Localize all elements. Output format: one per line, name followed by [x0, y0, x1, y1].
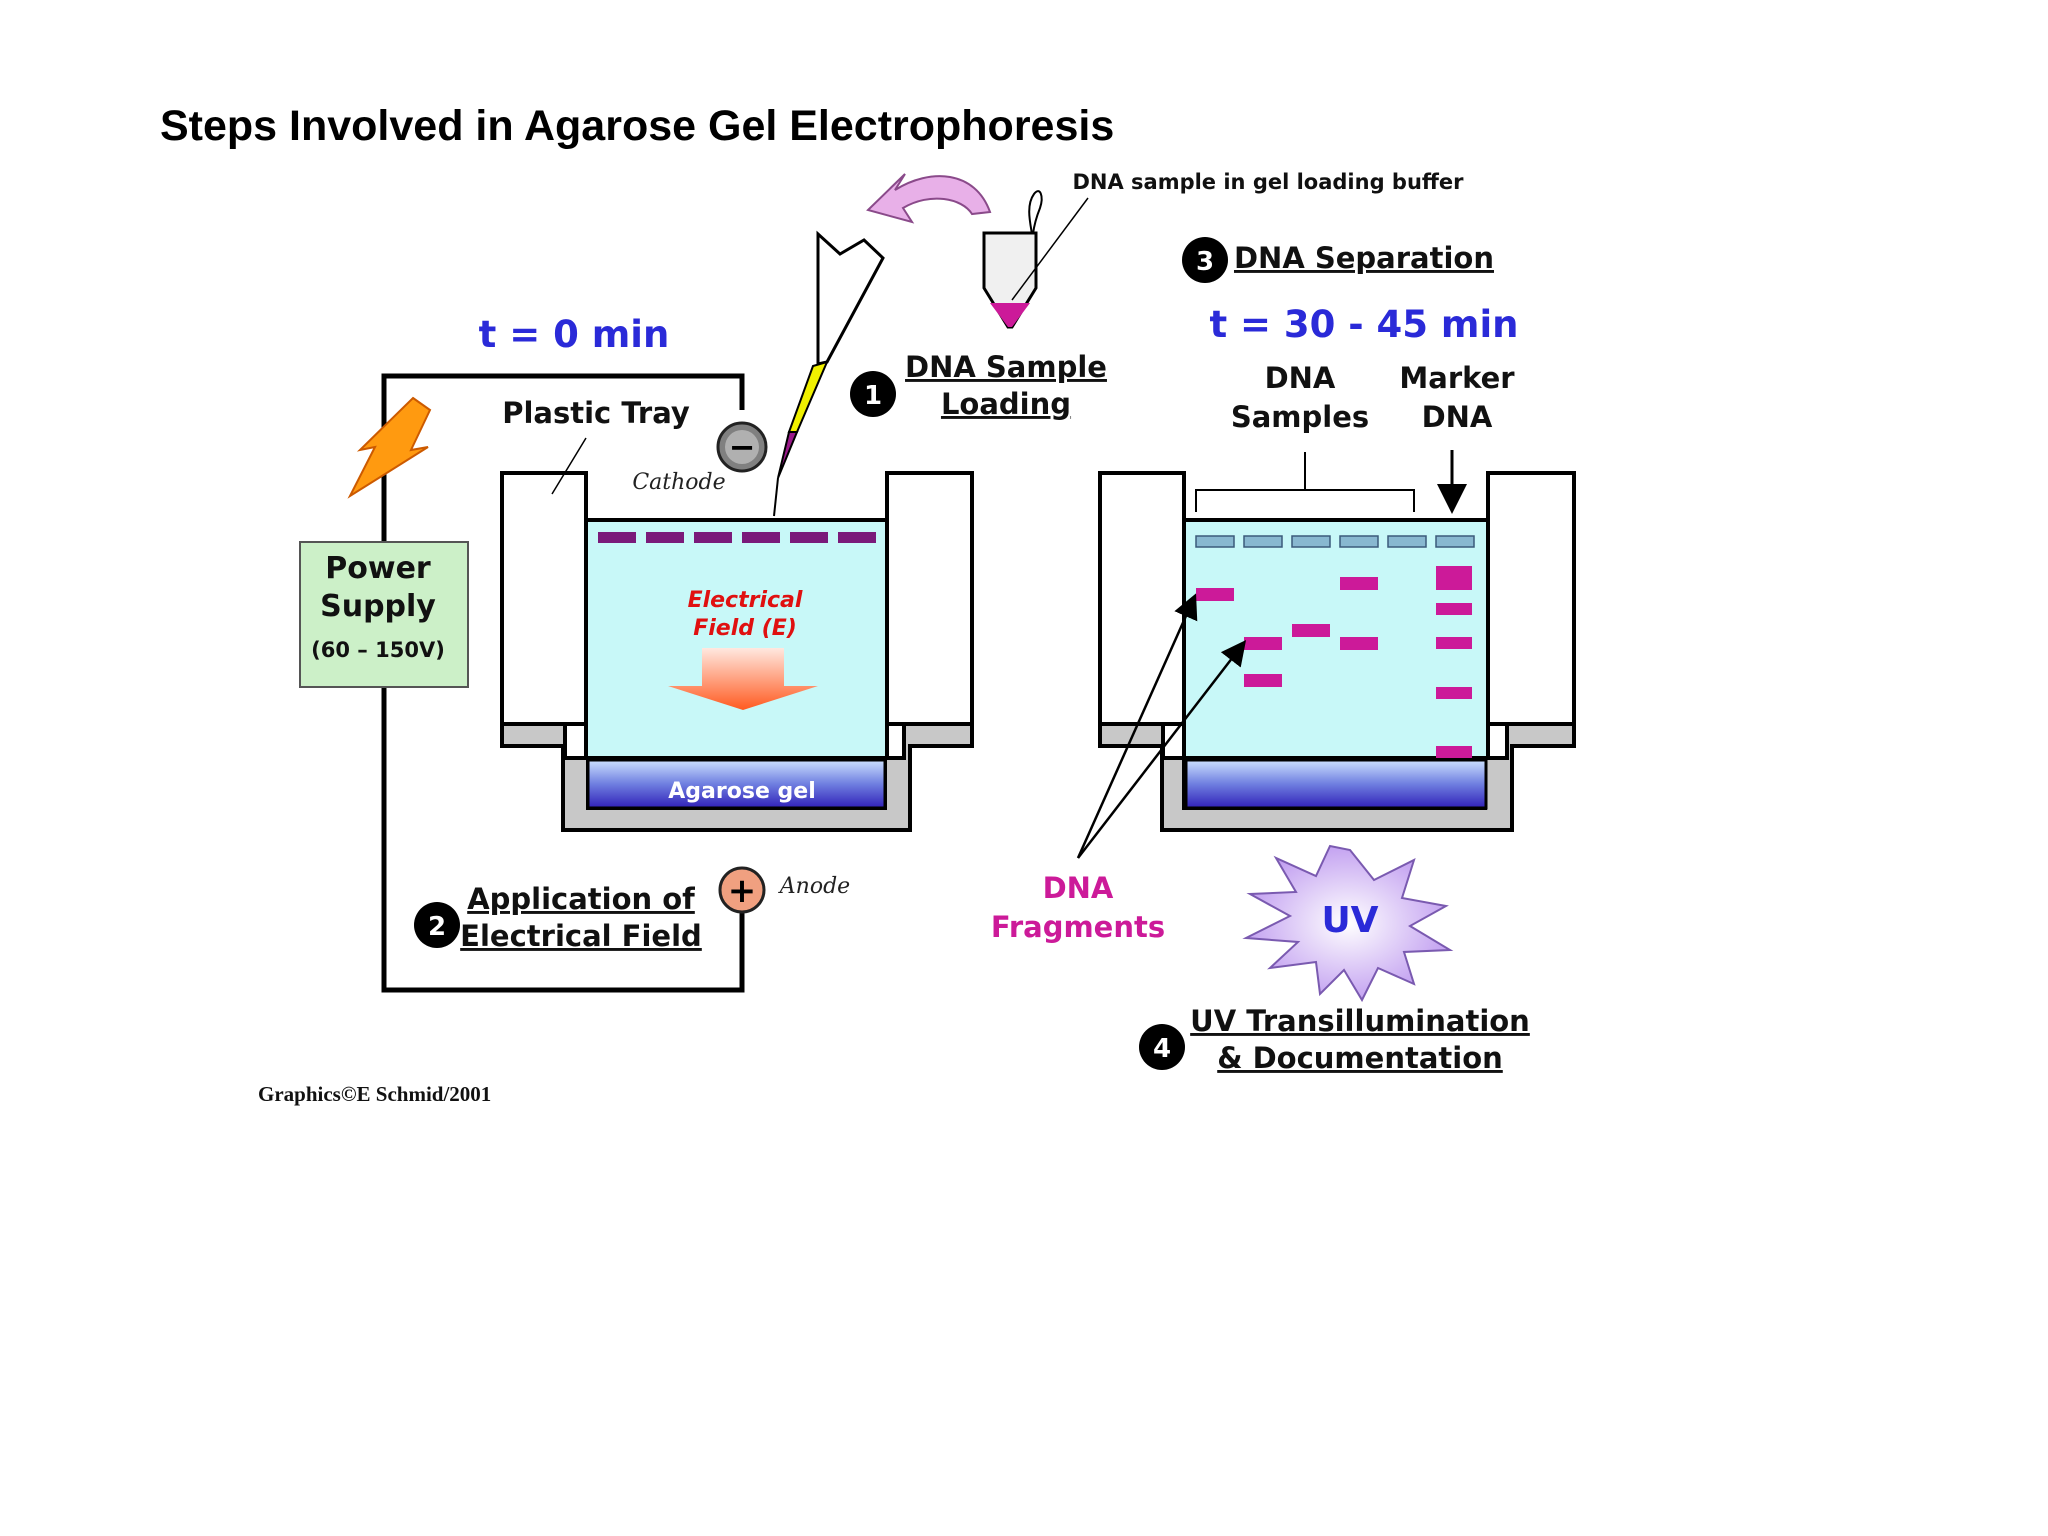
cathode-label: Cathode: [632, 470, 725, 495]
step-4-line2: & Documentation: [1217, 1041, 1503, 1075]
sample-buffer-label: DNA sample in gel loading buffer: [1072, 170, 1464, 194]
marker-band: [1436, 603, 1472, 615]
well: [646, 532, 684, 543]
time-separation-label: t = 30 - 45 min: [1209, 303, 1518, 346]
step-2-line2: Electrical Field: [460, 919, 702, 953]
step-4-badge: [1139, 1024, 1185, 1070]
right-tray-wall-right: [1486, 471, 1576, 726]
step-2: 2 Application of Electrical Field: [414, 882, 702, 953]
marker-band: [1436, 566, 1472, 590]
transfer-arrow: [866, 173, 992, 224]
well: [790, 532, 828, 543]
marker-band: [1436, 746, 1472, 758]
left-agarose-gel: [586, 758, 887, 810]
efield-label-line2: Field (E): [693, 616, 797, 641]
step-3-badge: [1182, 237, 1228, 283]
step-3-number: 3: [1196, 247, 1214, 277]
power-supply-box: [299, 541, 469, 688]
samples-bracket: [1195, 452, 1415, 512]
efield-label-line1: Electrical: [688, 588, 803, 613]
step-2-badge: [414, 902, 460, 948]
fragment-pointer: [1076, 593, 1198, 859]
dna-fragments-label-line2: Fragments: [991, 910, 1165, 944]
marker-band: [1436, 637, 1472, 649]
efield-arrow: [668, 648, 818, 710]
marker-band: [1436, 687, 1472, 699]
step-2-number: 2: [428, 912, 446, 942]
power-supply-line2: Supply: [320, 589, 436, 624]
well: [1291, 535, 1331, 548]
well: [1387, 535, 1427, 548]
fragment-pointer: [1077, 640, 1247, 859]
well: [598, 532, 636, 543]
plastic-tray-label: Plastic Tray: [502, 396, 690, 430]
uv-label: UV: [1321, 900, 1378, 941]
well: [1243, 535, 1283, 548]
left-tray-wall-left: [500, 471, 588, 726]
left-wells: [598, 532, 876, 543]
left-tray-wall-right: [885, 471, 974, 726]
plus-sign: +: [728, 871, 757, 911]
dna-fragments-label-line1: DNA: [1043, 871, 1114, 905]
power-supply-line1: Power: [325, 551, 431, 586]
right-wells: [1195, 535, 1475, 548]
step-4-line1: UV Transillumination: [1190, 1004, 1530, 1038]
well: [838, 532, 876, 543]
dna-samples-label-line2: Samples: [1231, 400, 1369, 434]
sample-tube-icon: [982, 190, 1043, 329]
dna-bands: [1196, 566, 1472, 758]
agarose-gel-label: Agarose gel: [668, 779, 815, 804]
step-4: 4 UV Transillumination & Documentation: [1139, 1004, 1530, 1075]
page-title: Steps Involved in Agarose Gel Electropho…: [160, 102, 1115, 150]
marker-dna-label-line2: DNA: [1422, 400, 1493, 434]
anode-terminal: [718, 866, 766, 914]
step-1: 1 DNA Sample Loading: [850, 350, 1107, 421]
dna-band: [1196, 588, 1234, 601]
right-tray-wall-left: [1098, 471, 1186, 726]
time-start-label: t = 0 min: [479, 313, 670, 356]
uv-star-icon: [1242, 844, 1454, 1003]
step-1-badge: [850, 371, 896, 417]
marker-dna-label-line1: Marker: [1399, 361, 1515, 395]
pipette-icon: [773, 230, 885, 517]
step-1-line2: Loading: [941, 387, 1071, 421]
sample-pointer: [1011, 197, 1089, 301]
dna-band: [1244, 674, 1282, 687]
anode-label: Anode: [778, 874, 850, 899]
lightning-icon: [347, 396, 432, 499]
step-1-line1: DNA Sample: [905, 350, 1107, 384]
well: [1195, 535, 1235, 548]
well: [1339, 535, 1379, 548]
power-supply-voltage: (60 – 150V): [311, 638, 445, 662]
dna-band: [1340, 577, 1378, 590]
dna-band: [1292, 624, 1330, 637]
step-3: 3 DNA Separation: [1182, 237, 1494, 283]
step-2-line1: Application of: [467, 882, 695, 916]
graphics-credit: Graphics©E Schmid/2001: [258, 1082, 491, 1106]
right-agarose-gel: [1184, 758, 1488, 810]
step-4-number: 4: [1153, 1034, 1171, 1064]
minus-sign: −: [729, 428, 756, 466]
well: [694, 532, 732, 543]
well: [1435, 535, 1475, 548]
dna-band: [1244, 637, 1282, 650]
plastic-tray-pointer: [551, 437, 587, 495]
dna-band: [1340, 637, 1378, 650]
left-gel-buffer: [584, 518, 889, 760]
well: [742, 532, 780, 543]
dna-samples-label-line1: DNA: [1265, 361, 1336, 395]
step-1-number: 1: [864, 381, 882, 411]
step-3-line1: DNA Separation: [1234, 241, 1494, 275]
